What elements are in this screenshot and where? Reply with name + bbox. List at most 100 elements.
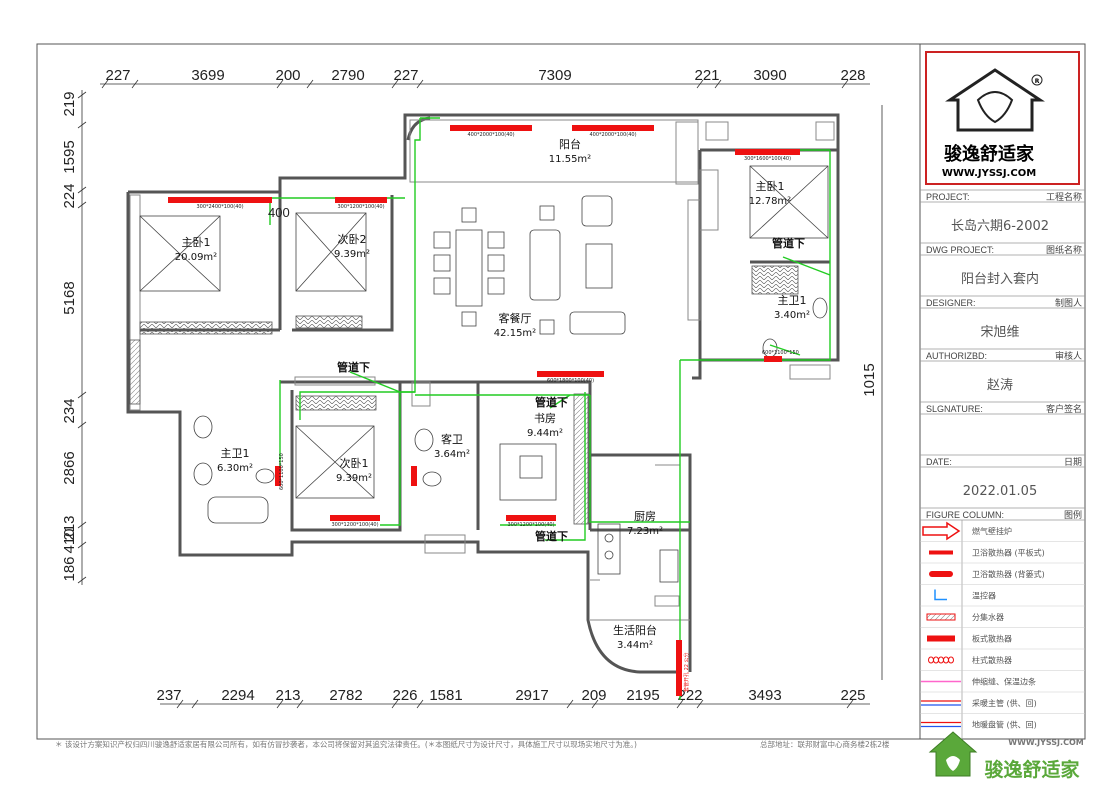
radiator-label-4: 300*1600*100(40) (744, 156, 791, 162)
legend-label-0: 燃气壁挂炉 (972, 526, 1012, 536)
logo-r-mark: R (1035, 78, 1040, 85)
pipe-label-4: 管道下 (772, 236, 805, 250)
room-name-8: 客卫 (441, 432, 463, 446)
radiator-6 (330, 515, 380, 521)
drawing-frame (36, 43, 1086, 740)
logo-frame (925, 51, 1080, 185)
radiator-label-5: 600*1800*100(40) (547, 378, 594, 384)
study-desk (499, 443, 557, 501)
dim-left-6: 213 (61, 515, 78, 540)
logo-brand: 骏逸舒适家 (944, 143, 1035, 165)
dim-top-7: 3090 (753, 67, 786, 84)
legend-label-8: 采暖主管 (供、回) (972, 698, 1037, 708)
room-area-10: 7.23m² (627, 526, 663, 537)
radiator-2 (450, 125, 532, 131)
tb-dwg-val: 阳台封入套内 (961, 271, 1039, 287)
tb-sign-en: SLGNATURE: (926, 404, 983, 414)
radiator-4 (735, 149, 800, 155)
radiator-7 (506, 515, 556, 521)
radiator-0 (168, 197, 272, 203)
room-area-4: 12.78m² (749, 196, 791, 207)
room-area-3: 42.15m² (494, 328, 536, 339)
legend-label-6: 柱式散热器 (972, 655, 1012, 665)
room-name-11: 生活阳台 (613, 623, 657, 637)
tb-date-en: DATE: (926, 457, 952, 467)
tb-project-en: PROJECT: (926, 192, 970, 202)
room-name-9: 书房 (534, 412, 556, 425)
logo-url: WWW.JYSSJ.COM (942, 168, 1036, 179)
radiator-label-1: 300*1200*100(40) (337, 204, 384, 210)
radiator-3 (572, 125, 654, 131)
dim-left-1: 1595 (61, 140, 78, 173)
bath-radiator-label-2: 600*1100*150 (279, 453, 285, 490)
room-name-0: 主卧1 (182, 236, 211, 249)
outlet-label: 套管开孔 22 公分 (683, 652, 690, 692)
radiator-1 (335, 197, 387, 203)
footer-note: ＊ 该设计方案知识产权归四川骏逸舒适家居有限公司所有，如有仿冒抄袭者，本公司将保… (55, 739, 637, 749)
room-area-0: 20.09m² (175, 252, 217, 263)
tb-date-val: 2022.01.05 (963, 484, 1037, 499)
dim-bottom-0: 237 (156, 687, 181, 704)
room-area-11: 3.44m² (617, 640, 653, 651)
legend-label-4: 分集水器 (972, 612, 1004, 622)
radiator-label-2: 400*2000*100(40) (467, 132, 514, 138)
dim-left-7: 410 (61, 528, 78, 553)
tb-auth-val: 赵涛 (987, 377, 1013, 393)
inner-lines (129, 119, 835, 621)
room-area-5: 3.40m² (774, 310, 810, 321)
room-name-5: 主卫1 (778, 294, 807, 307)
dim-bottom-5: 1581 (429, 687, 462, 704)
tb-date-cn: 日期 (1064, 457, 1082, 467)
dim-bottom-9: 222 (677, 687, 702, 704)
tb-designer-en: DESIGNER: (926, 298, 976, 308)
room-area-6: 6.30m² (217, 463, 253, 474)
bath-radiators (275, 356, 782, 696)
radiator-label-3: 400*2000*100(40) (589, 132, 636, 138)
room-area-2: 11.55m² (549, 154, 591, 165)
dining-set (433, 195, 626, 335)
room-name-10: 厨房 (634, 510, 656, 523)
room-area-7: 9.39m² (336, 473, 372, 484)
room-name-3: 客餐厅 (499, 311, 532, 325)
radiator-label-7: 300*1200*100(40) (507, 522, 554, 528)
tb-fig-cn: 图例 (1064, 509, 1082, 520)
watermark-brand: 骏逸舒适家 (984, 758, 1080, 781)
legend-label-1: 卫浴散热器 (平板式) (972, 548, 1045, 558)
dimension-lines (77, 79, 883, 709)
room-name-1: 次卧2 (338, 232, 367, 246)
pipe-label-2: 管道下 (535, 395, 568, 409)
tb-auth-en: AUTHORIZBD: (926, 351, 987, 361)
dim-top-5: 7309 (538, 67, 571, 84)
dim-left-8: 186 (61, 556, 78, 581)
dim-bottom-6: 2917 (515, 687, 548, 704)
dim-top-6: 221 (694, 67, 719, 84)
tb-dwg-cn: 图纸名称 (1046, 244, 1082, 255)
tb-dwg-en: DWG PROJECT: (926, 245, 994, 255)
dim-400-label: 400 (268, 205, 290, 220)
bath-fixtures (193, 297, 828, 583)
dim-top-1: 3699 (191, 67, 224, 84)
dim-left-4: 234 (61, 398, 78, 423)
tb-project-val: 长岛六期6-2002 (951, 218, 1049, 234)
dim-top-3: 2790 (331, 67, 364, 84)
dim-bottom-4: 226 (392, 687, 417, 704)
watermark-url: WWW.JYSSJ.COM (1008, 738, 1083, 747)
dims-right: 1015 (861, 363, 878, 396)
legend-label-3: 温控器 (972, 591, 996, 601)
tb-auth-cn: 审核人 (1055, 350, 1082, 361)
dim-left-3: 5168 (61, 281, 78, 314)
legend-label-5: 板式散热器 (972, 634, 1012, 644)
dim-left-2: 224 (61, 183, 78, 208)
radiator-label-6: 300*1200*100(40) (331, 522, 378, 528)
dim-bottom-1: 2294 (221, 687, 254, 704)
dim-bottom-10: 3493 (748, 687, 781, 704)
dim-top-2: 200 (275, 67, 300, 84)
legend-label-7: 伸缩缝、保温边条 (972, 677, 1036, 687)
dim-top-4: 227 (393, 67, 418, 84)
room-name-2: 阳台 (559, 137, 581, 151)
footer-address: 总部地址：联邦财富中心商务楼2栋2楼 (760, 739, 890, 749)
